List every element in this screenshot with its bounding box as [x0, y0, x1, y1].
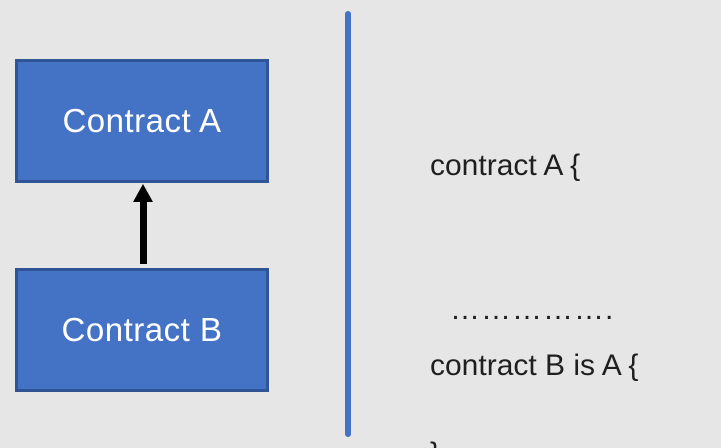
arrow-shaft — [139, 202, 147, 264]
contract-a-box: Contract A — [15, 59, 269, 183]
inheritance-arrow — [133, 184, 153, 264]
code-block-contract-a: contract A { ……………. } — [430, 46, 614, 448]
contract-b-box: Contract B — [15, 268, 269, 392]
code-line-body-placeholder: ……………. — [450, 293, 615, 326]
contract-b-label: Contract B — [61, 311, 223, 348]
contract-a-label: Contract A — [62, 102, 222, 139]
code-block-contract-b: contract B is A { ………….. } — [430, 246, 638, 448]
code-line-declaration: contract A { — [430, 149, 581, 182]
code-line-closing-brace: } — [430, 430, 614, 448]
code-line-declaration: contract B is A { — [430, 349, 639, 382]
vertical-divider — [345, 11, 351, 437]
arrow-head-icon — [133, 184, 153, 202]
